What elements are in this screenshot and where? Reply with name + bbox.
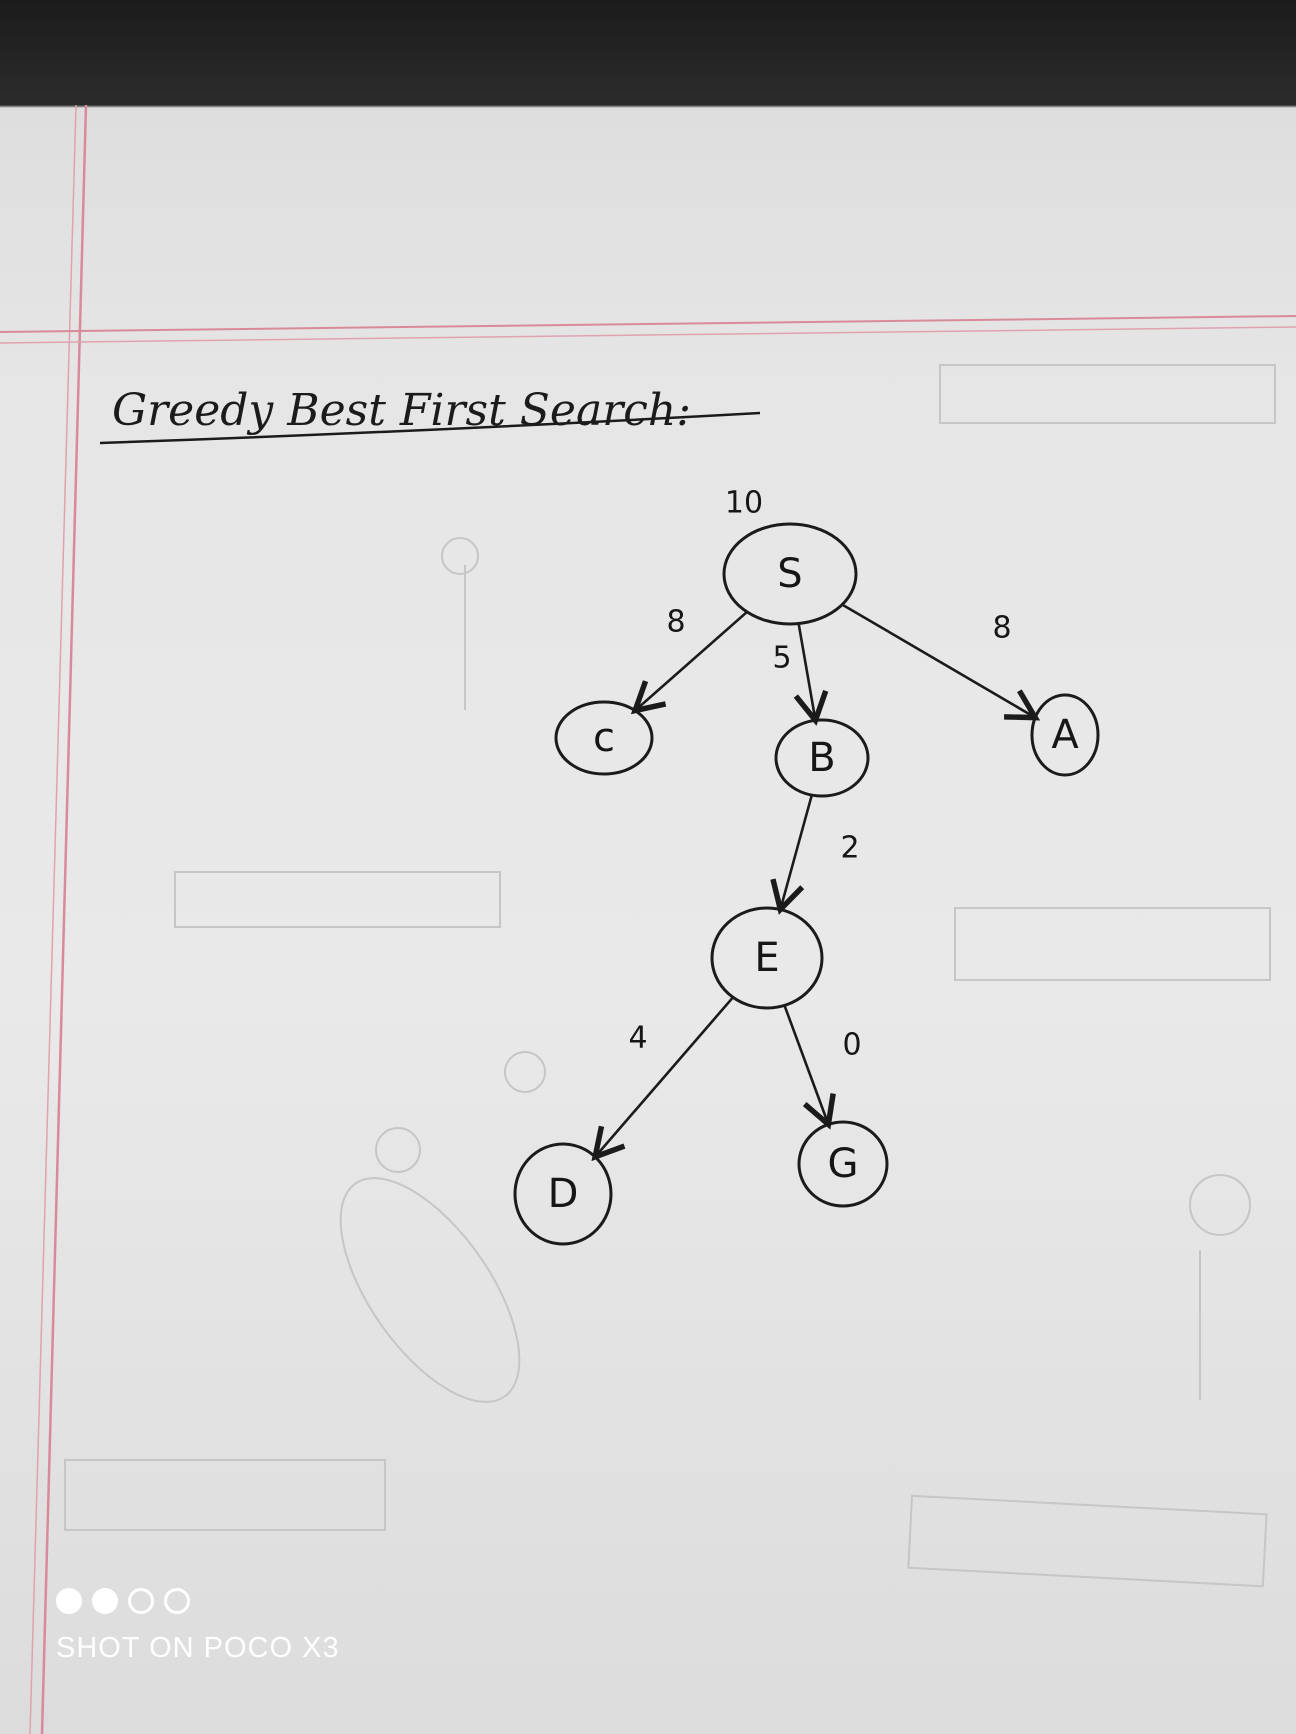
node-a: A	[1030, 693, 1100, 777]
node-b-circle	[774, 718, 870, 798]
bleed-circle-1	[441, 537, 479, 575]
edge-weight-b-e: 2	[840, 831, 859, 866]
watermark-dot-4	[164, 1588, 190, 1614]
header-line-1	[0, 315, 1296, 333]
node-d: D	[513, 1142, 613, 1246]
node-d-circle	[513, 1142, 613, 1246]
page-title: Greedy Best First Search:	[112, 385, 691, 436]
edge-s-c	[630, 610, 748, 715]
edge-b-e	[770, 794, 814, 915]
graph-nodes: Sc B A E D G	[513, 522, 1100, 1246]
node-g-circle	[797, 1120, 889, 1208]
edge-weight-e-g: 0	[842, 1028, 861, 1063]
node-b: B	[774, 718, 870, 798]
bleed-ellipse-1	[339, 1177, 521, 1403]
margin-line-inner	[29, 104, 77, 1734]
node-s-label: S	[777, 551, 802, 597]
bleed-box-4	[64, 1459, 386, 1531]
bleed-box-3	[954, 907, 1271, 981]
bleed-circle-2	[504, 1051, 546, 1093]
edge-weight-s-c: 8	[666, 605, 685, 640]
watermark-dot-1	[56, 1588, 82, 1614]
edge-s-b	[793, 623, 829, 726]
header-line-2	[0, 326, 1296, 344]
watermark-dot-2	[92, 1588, 118, 1614]
watermark-dot-3	[128, 1588, 154, 1614]
camera-watermark: SHOT ON POCO X3	[56, 1588, 340, 1665]
node-e-label: E	[754, 935, 779, 981]
node-c-label: c	[593, 715, 615, 761]
node-s: S	[722, 522, 858, 626]
bleed-box-2	[174, 871, 501, 928]
watermark-text: SHOT ON POCO X3	[56, 1632, 340, 1664]
node-d-label: D	[548, 1171, 579, 1217]
edge-weight-e-d: 4	[628, 1021, 647, 1056]
node-e-circle	[710, 906, 824, 1010]
graph-edges: 8 5 8 2 4 0	[591, 603, 1041, 1162]
edge-weight-s-a: 8	[992, 611, 1011, 646]
edge-weight-s-b: 5	[772, 641, 791, 676]
node-s-circle	[722, 522, 858, 626]
node-c: c	[554, 700, 654, 776]
bleed-through-marks	[64, 364, 1276, 1588]
node-a-circle	[1030, 693, 1100, 777]
margin-line-outer	[40, 104, 88, 1734]
node-b-label: B	[808, 735, 835, 781]
node-a-label: A	[1051, 712, 1079, 758]
node-s-heuristic-label: 10	[725, 486, 763, 521]
edge-s-a	[841, 603, 1041, 721]
bleed-circle-3	[375, 1127, 421, 1173]
node-g-label: G	[828, 1141, 859, 1187]
bleed-circle-4	[1189, 1174, 1251, 1236]
title-underline	[99, 411, 761, 445]
bleed-box-1	[939, 364, 1276, 424]
node-e: E	[710, 906, 824, 1010]
watermark-dots	[56, 1588, 340, 1614]
node-c-circle	[554, 700, 654, 776]
edge-e-d	[591, 996, 735, 1162]
edge-e-g	[783, 1004, 836, 1130]
bleed-box-5	[907, 1494, 1268, 1588]
node-g: G	[797, 1120, 889, 1208]
